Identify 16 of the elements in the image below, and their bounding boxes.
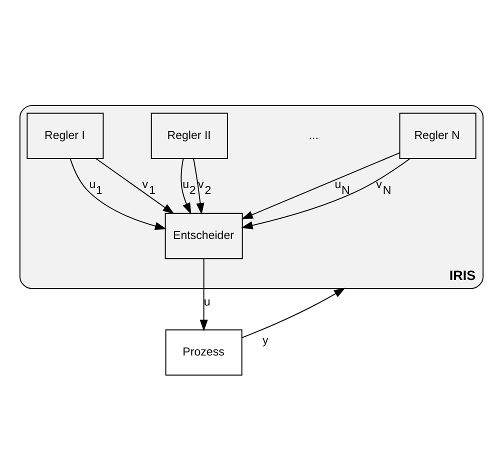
- node-box: Regler I: [26, 112, 104, 158]
- arrow: [70, 158, 167, 230]
- arrow: [95, 158, 174, 214]
- arrow: [180, 158, 192, 214]
- arrow: [193, 158, 204, 214]
- node-box: Regler N: [399, 112, 476, 158]
- edge-label: u: [204, 296, 210, 308]
- arrow: [242, 287, 346, 338]
- edge-label: y: [262, 334, 268, 346]
- label: ...: [308, 129, 318, 142]
- node-box: Regler II: [150, 112, 228, 158]
- node-box: Prozess: [165, 328, 242, 376]
- arrow: [241, 152, 400, 219]
- arrow: [241, 158, 410, 229]
- node-box: Entscheider: [164, 212, 243, 259]
- arrow: [200, 258, 208, 331]
